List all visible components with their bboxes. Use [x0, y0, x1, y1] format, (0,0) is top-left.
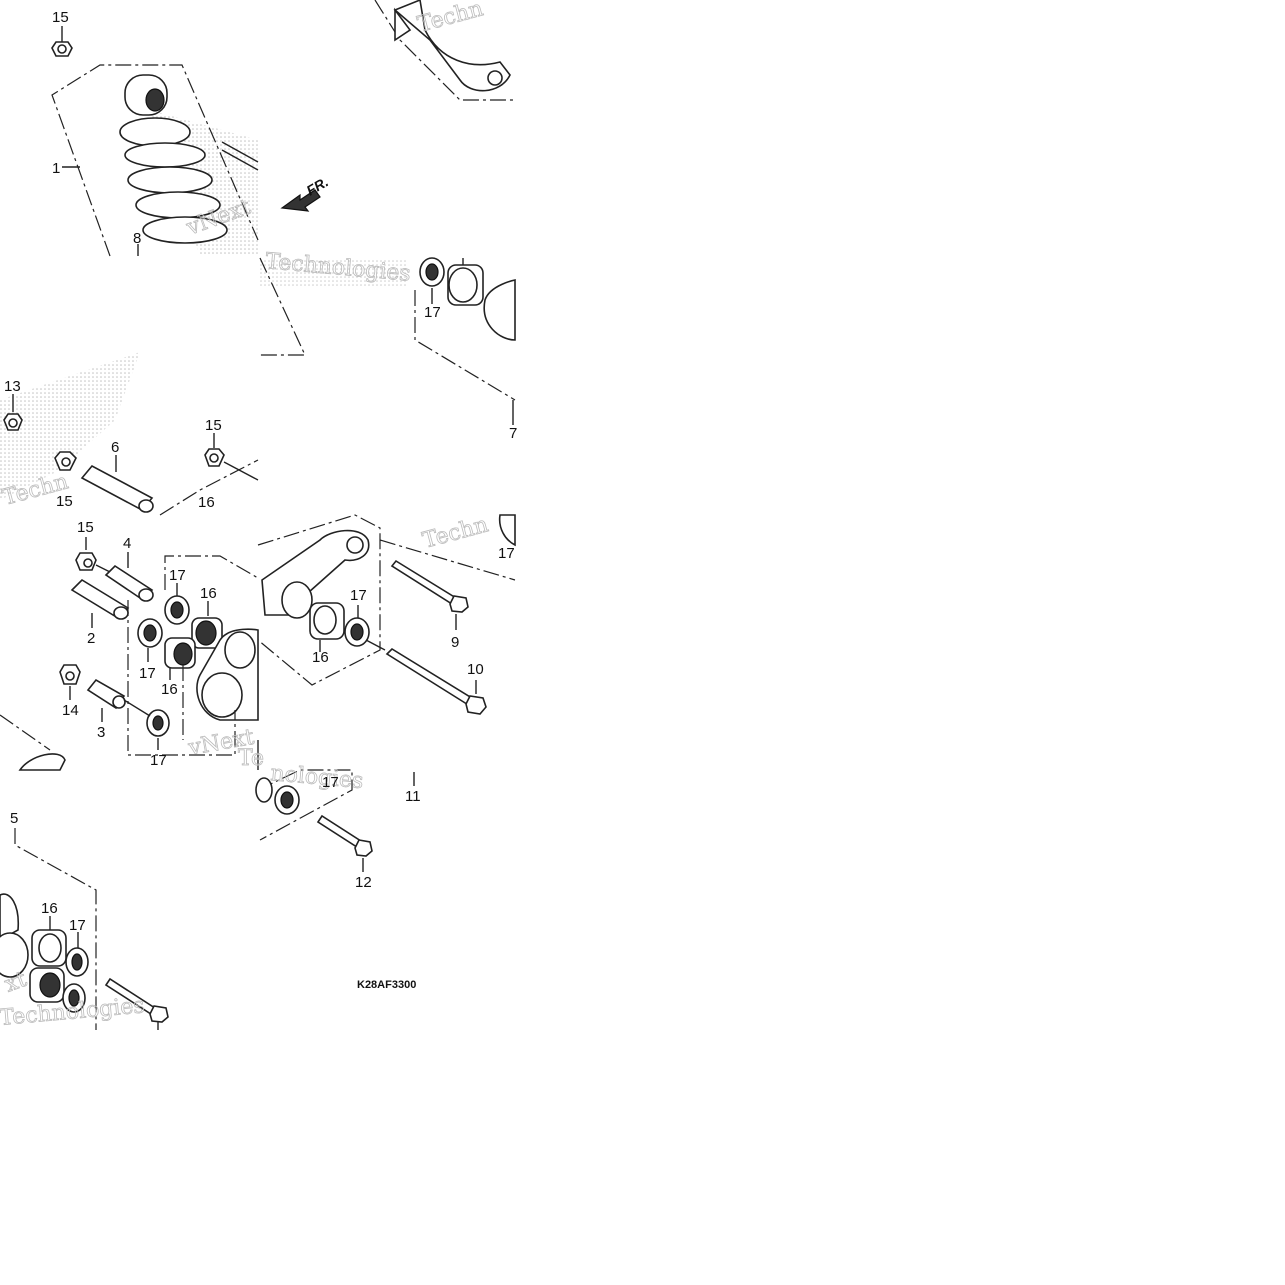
callout-17: 17	[424, 304, 441, 321]
callout-7: 7	[509, 425, 517, 442]
cushion-arm-tile	[257, 514, 516, 770]
cap-nut-15-top	[51, 41, 73, 57]
callout-17: 17	[139, 665, 156, 682]
collar-2	[70, 578, 130, 620]
callout-12: 12	[355, 874, 372, 891]
callout-8: 8	[133, 230, 141, 247]
nut-15-r4a	[54, 451, 77, 471]
cushion-arm	[261, 529, 370, 619]
collar-6	[80, 464, 154, 513]
bearing-16-r6	[309, 602, 345, 640]
part-code: K28AF3300	[357, 979, 416, 991]
seal-17-r5b	[137, 618, 163, 648]
bearing-16-r8a	[31, 929, 67, 967]
callout-15: 15	[205, 417, 222, 434]
callout-17: 17	[322, 774, 339, 791]
nut-15-r5	[75, 552, 97, 571]
bearing-16-r5b	[164, 637, 196, 669]
link-body-r5	[196, 628, 259, 721]
bolt-10	[385, 647, 487, 715]
callout-10: 10	[467, 661, 484, 678]
lower-bolt-tile	[255, 769, 415, 872]
nut-13	[3, 413, 23, 431]
bearing-16-r5a	[191, 617, 223, 649]
link-assembly-tile	[0, 828, 169, 1030]
callout-1: 1	[52, 160, 60, 177]
callout-17: 17	[498, 545, 515, 562]
shock-body	[119, 74, 259, 244]
callout-16: 16	[312, 649, 329, 666]
callout-16: 16	[200, 585, 217, 602]
seal-17-r8a	[65, 947, 89, 977]
svg-text:Techn: Techn	[420, 512, 491, 553]
callout-17: 17	[350, 587, 367, 604]
callout-16: 16	[161, 681, 178, 698]
bolt-r8	[104, 977, 169, 1023]
callout-14: 14	[62, 702, 79, 719]
collar-4	[104, 564, 154, 602]
callout-labels: 15 1 8 13 15 6 15 16 15 4 17 16 2 17 16 …	[4, 9, 517, 934]
bearing-16-r3	[447, 264, 484, 306]
collar-3	[86, 678, 126, 710]
callout-13: 13	[4, 378, 21, 395]
callout-15: 15	[77, 519, 94, 536]
bolt-12	[316, 814, 373, 857]
nut-14	[59, 664, 81, 685]
svg-text:Techn: Techn	[415, 0, 486, 38]
shock-absorber-tile	[51, 26, 259, 257]
seal-17-r3	[419, 257, 445, 287]
callout-17: 17	[169, 567, 186, 584]
callout-5: 5	[10, 810, 18, 827]
nut-15-r4b	[204, 448, 225, 467]
bolt-9	[390, 559, 469, 613]
front-direction-arrow: FR.	[280, 173, 331, 212]
callout-3: 3	[97, 724, 105, 741]
bearing-16-r8b	[29, 967, 65, 1003]
callout-9: 9	[451, 634, 459, 651]
callout-4: 4	[123, 535, 131, 552]
link-bearings-tile	[0, 537, 259, 771]
callout-15: 15	[52, 9, 69, 26]
seal-17-r5c	[146, 709, 170, 737]
seal-17-r8b	[62, 983, 86, 1013]
collars-tile	[0, 352, 259, 516]
callout-16: 16	[41, 900, 58, 917]
seal-17-r5a	[164, 595, 190, 625]
seal-17-r6	[344, 617, 370, 647]
svg-text:Technologies: Technologies	[0, 993, 146, 1031]
callout-6: 6	[111, 439, 119, 456]
rear-link-tile	[258, 257, 516, 425]
svg-text:Te: Te	[238, 746, 264, 771]
callout-15: 15	[56, 493, 73, 510]
callout-17: 17	[69, 917, 86, 934]
link-body-r8	[0, 893, 29, 978]
callout-17: 17	[150, 752, 167, 769]
callout-16: 16	[198, 494, 215, 511]
upper-mount-tile	[374, 0, 515, 101]
seal-17-r7	[274, 785, 300, 815]
callout-11: 11	[405, 788, 421, 805]
callout-2: 2	[87, 630, 95, 647]
